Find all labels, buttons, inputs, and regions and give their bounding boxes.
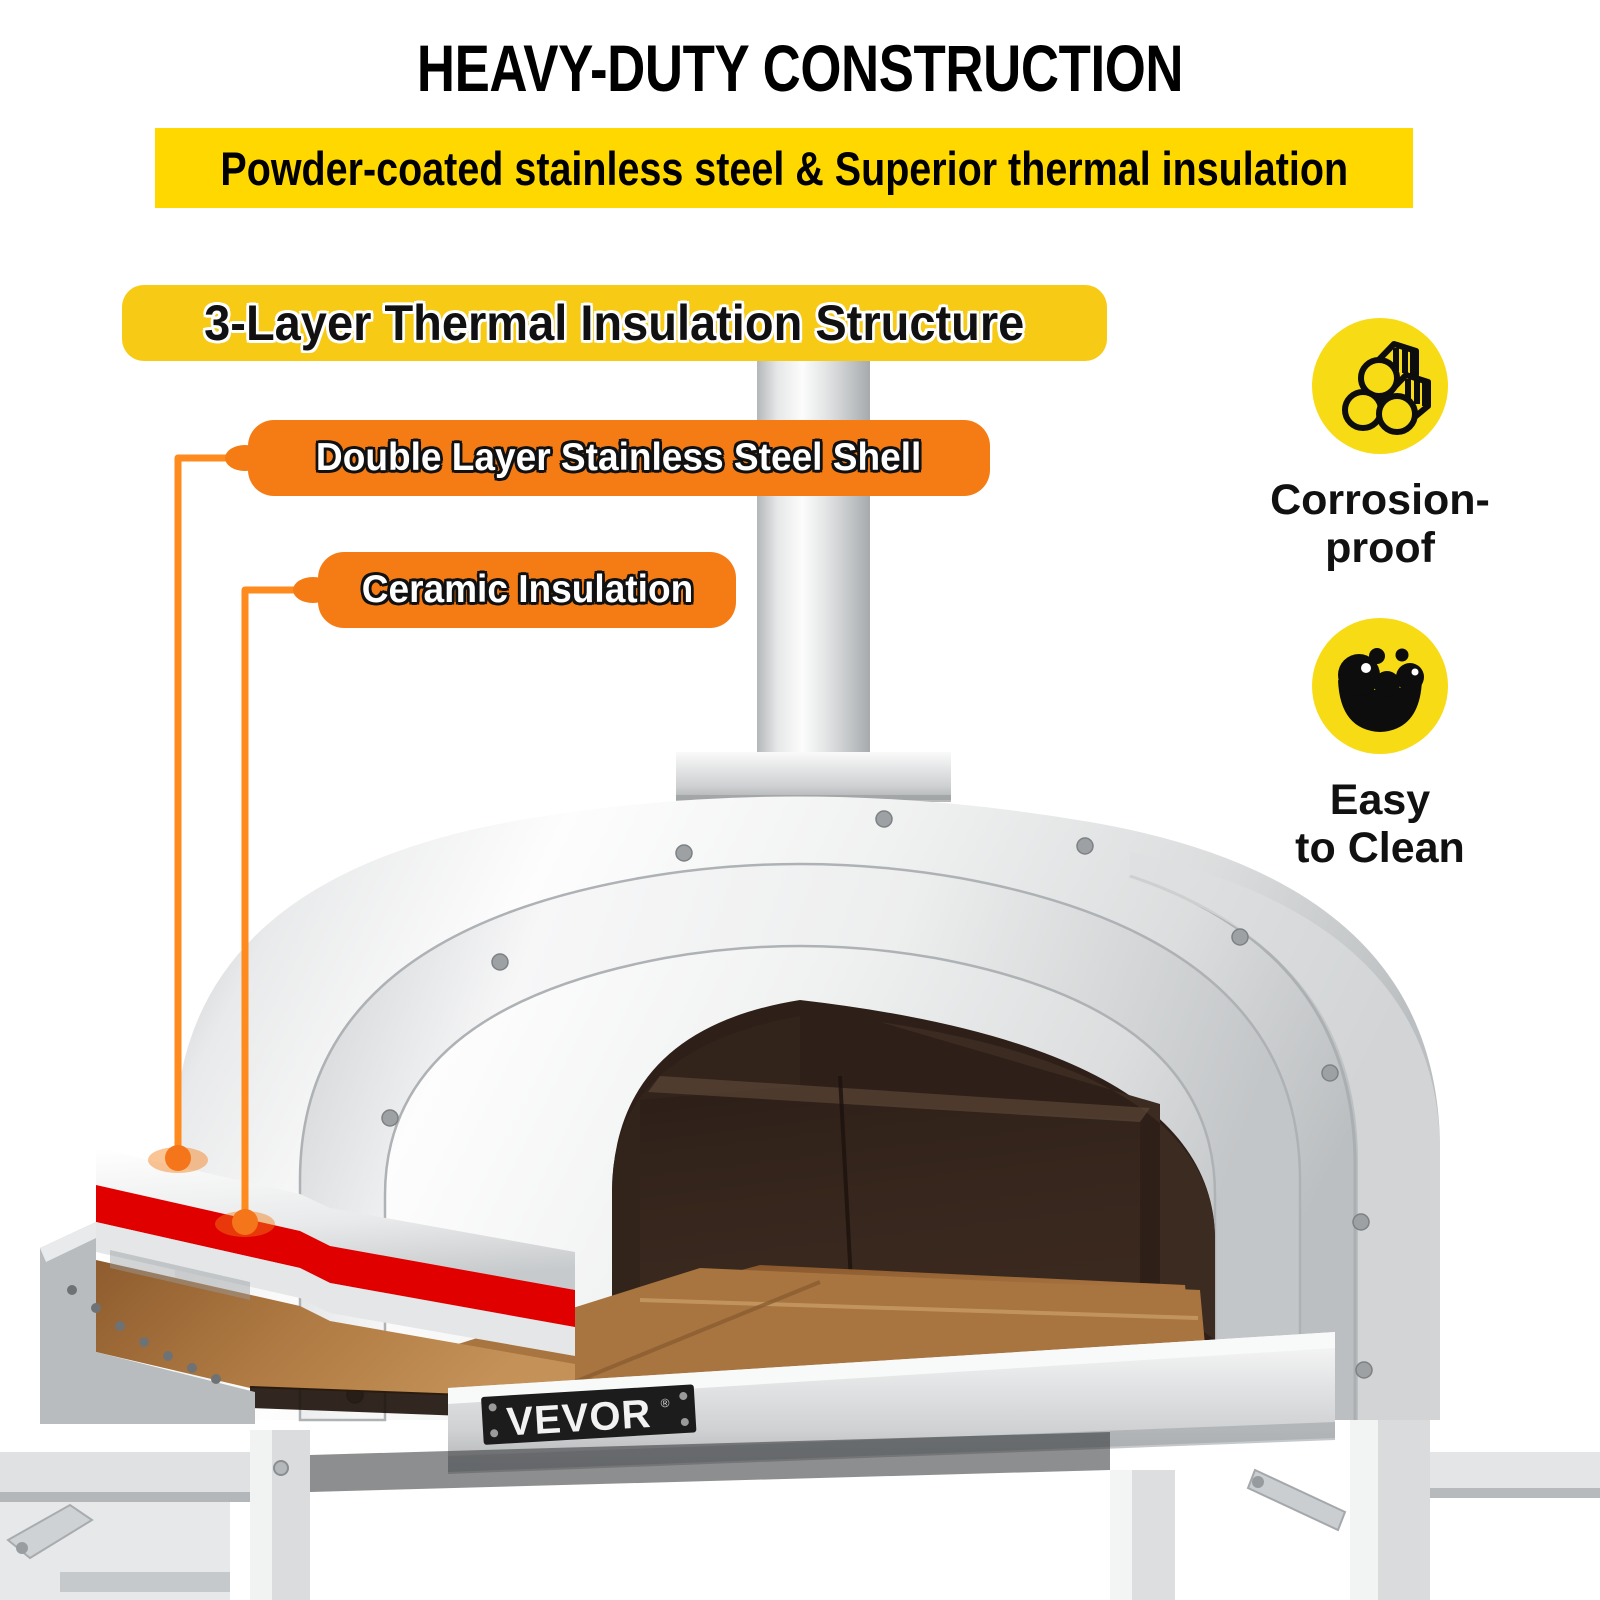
stand-right-brace-bolt [1252,1476,1264,1488]
feature-badge-corrosion-proof: Corrosion- proof [1265,318,1495,572]
stand-right-post-hilite [1350,1420,1378,1600]
stand-right-shelf [1430,1452,1600,1494]
chimney-flue [757,338,870,763]
callout-label-ceramic: Ceramic Insulation [361,568,693,611]
stand-right-brace [1246,1468,1347,1532]
badge-circle-clean [1312,618,1448,754]
stand-left-shelf-edge [0,1492,250,1502]
cutaway-inner-steel [96,1222,575,1356]
stand-left-shelf [0,1452,250,1498]
vevor-wordmark: VEVOR [505,1392,652,1445]
subtitle-text: Powder-coated stainless steel & Superior… [220,141,1348,195]
soap-bubbles-icon [1338,648,1424,732]
chimney-flange [676,752,951,800]
chamber-ceiling-highlight [648,1076,1150,1122]
badge-label-clean-line2: to Clean [1295,824,1465,873]
callout-pill-ceramic: Ceramic Insulation [318,552,736,628]
section-title-pill: 3-Layer Thermal Insulation Structure [122,285,1107,361]
chamber-right-wall [880,1022,1215,1340]
chamber-seam [838,1075,854,1301]
dome-arch-band [298,862,1302,1422]
firebrick-seam-2 [559,1280,821,1390]
stand-rear-leg-hilite [1110,1470,1132,1600]
badge-label-corrosion: Corrosion- proof [1265,476,1495,572]
subtitle-band: Powder-coated stainless steel & Superior… [155,128,1413,208]
callout-label-outer-shell: Double Layer Stainless Steel Shell [316,436,922,479]
badge-label-clean-line1: Easy [1329,776,1431,824]
stand-right-shelf-edge [1430,1488,1600,1498]
badge-label-clean: Easy to Clean [1265,776,1495,872]
badge-label-corrosion-line1: Corrosion- [1270,476,1490,524]
vevor-registered-mark: ® [660,1396,670,1411]
page-title: HEAVY-DUTY CONSTRUCTION [416,31,1184,105]
firebrick-seam-1 [639,1298,1199,1320]
under-oven-shadow [310,1432,1110,1492]
stacked-logs-icon [1342,341,1431,435]
badge-label-corrosion-line2: proof [1325,524,1435,573]
cutaway-cavity [110,1250,250,1300]
cutaway-left-flank-edge [40,1222,96,1262]
feature-badge-easy-to-clean: Easy to Clean [1265,618,1495,872]
stand-corner-post-hilite [250,1430,272,1600]
stand-post-bolt [273,1460,289,1476]
vevor-nameplate: VEVOR ® [481,1384,697,1445]
cutaway-firebrick [96,1260,575,1400]
stand-left-lower-bar [60,1572,230,1592]
cutaway-outer-steel [96,1148,575,1292]
badge-circle-corrosion [1312,318,1448,454]
cutaway-left-flank [40,1222,255,1424]
cutaway-ceramic-insulation [96,1185,575,1328]
cutaway-flank-rivets [67,1285,221,1384]
dome-right-panel [1130,852,1440,1420]
section-title-text: 3-Layer Thermal Insulation Structure [204,295,1025,351]
stand-left-brace-bolt [16,1542,28,1554]
callout-pill-outer-shell: Double Layer Stainless Steel Shell [248,420,990,496]
